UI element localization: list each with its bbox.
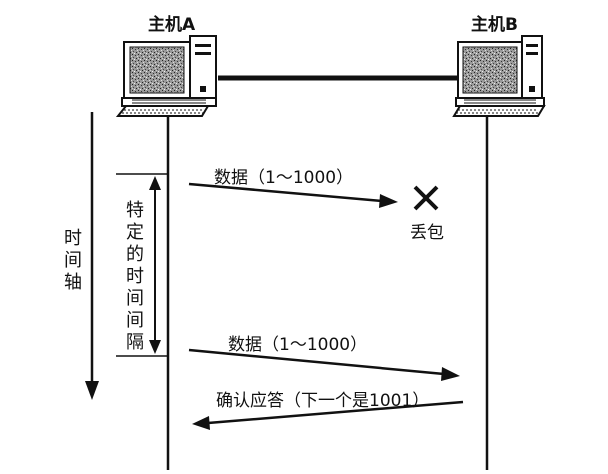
packet-lost-x-icon [413, 185, 439, 211]
ack-arrow [192, 400, 464, 430]
data-arrow-retransmit [188, 348, 460, 381]
interval-label: 特定的时间间隔 [126, 200, 144, 353]
data-label-2: 数据（1～1000） [228, 335, 368, 355]
ack-label: 确认应答（下一个是1001） [216, 391, 430, 411]
lost-label: 丢包 [410, 223, 444, 243]
time-axis-arrow [85, 112, 99, 400]
time-axis-label: 时间轴 [64, 228, 82, 293]
host-b-computer-icon [452, 35, 546, 117]
host-a-label: 主机A [148, 15, 196, 35]
host-b-label: 主机B [471, 15, 518, 35]
interval-bracket [116, 173, 168, 357]
host-a-computer-icon [115, 35, 217, 117]
data-arrow-lost [188, 182, 398, 208]
data-label-1: 数据（1～1000） [214, 168, 354, 188]
